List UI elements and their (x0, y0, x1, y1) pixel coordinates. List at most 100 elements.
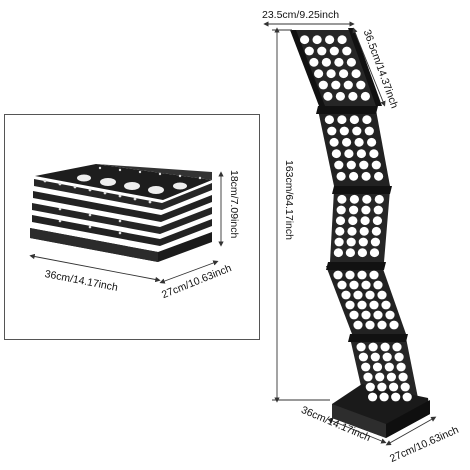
perforation-hole (379, 392, 389, 402)
perforation-hole (335, 226, 345, 236)
perforation-hole (358, 352, 368, 362)
perforation-hole (339, 126, 349, 136)
perforation-hole (333, 270, 343, 280)
perforation-hole (349, 310, 359, 320)
perforation-hole (396, 362, 406, 372)
perforation-hole (354, 137, 364, 147)
perforation-hole (357, 270, 367, 280)
perforation-hole (335, 91, 345, 101)
perforation-hole (312, 35, 322, 45)
perforation-hole (392, 342, 402, 352)
perforation-hole (346, 57, 356, 67)
stand-dimension-lines (263, 21, 437, 446)
perforation-hole (331, 80, 341, 90)
perforation-hole (304, 46, 314, 56)
perforation-hole (337, 280, 347, 290)
perforation-hole (356, 342, 366, 352)
perforation-hole (370, 237, 380, 247)
perforation-hole (365, 290, 375, 300)
perforation-hole (334, 237, 344, 247)
perforation-hole (381, 300, 391, 310)
perforation-hole (371, 160, 381, 170)
perforation-hole (369, 248, 380, 258)
perforation-hole (362, 194, 372, 204)
perforation-hole (394, 352, 404, 362)
perforation-hole (377, 290, 387, 300)
perforation-hole (334, 160, 344, 170)
perforation-hole (361, 205, 371, 215)
perforation-hole (363, 372, 373, 382)
perforation-hole (352, 126, 362, 136)
perforation-hole (349, 171, 359, 181)
perforation-hole (346, 160, 356, 170)
perforation-hole (357, 300, 367, 310)
perforation-hole (369, 300, 379, 310)
perforation-hole (368, 342, 378, 352)
perforation-hole (356, 149, 366, 159)
perforation-hole (334, 57, 344, 67)
perforation-hole (309, 57, 319, 67)
perforation-hole (348, 91, 358, 101)
perforation-hole (349, 280, 359, 290)
perforation-hole (351, 69, 361, 79)
perforation-hole (325, 35, 335, 45)
inset-dimension-lines (29, 171, 224, 284)
perforation-hole (364, 126, 374, 136)
perforation-hole (357, 248, 367, 258)
perforation-hole (356, 80, 366, 90)
perforation-hole (382, 352, 392, 362)
perforation-hole (386, 372, 396, 382)
perforation-hole (353, 320, 363, 330)
perforation-hole (300, 35, 310, 45)
perforation-hole (337, 35, 347, 45)
top-width-label: 23.5cm/9.25inch (262, 9, 340, 21)
perforation-hole (359, 160, 369, 170)
perforation-hole (374, 171, 384, 181)
perforation-hole (336, 205, 346, 215)
perforation-hole (329, 137, 339, 147)
perforation-hole (347, 226, 357, 236)
perforation-hole (361, 171, 371, 181)
perforation-hole (369, 149, 379, 159)
perforation-hole (372, 362, 383, 372)
perforation-hole (389, 320, 399, 330)
perforation-hole (367, 137, 377, 147)
perforation-hole (370, 352, 380, 362)
perforation-hole (327, 126, 337, 136)
perforation-hole (323, 91, 333, 101)
perforation-hole (345, 300, 355, 310)
total-height-label: 163cm/64.17inch (283, 160, 295, 240)
perforation-hole (348, 216, 358, 226)
perforation-hole (362, 115, 372, 125)
perforation-hole (377, 382, 387, 392)
perforation-hole (342, 46, 352, 56)
folded-view-frame (4, 114, 260, 340)
perforation-hole (360, 216, 370, 226)
perforation-hole (343, 80, 353, 90)
perforation-hole (359, 226, 369, 236)
perforation-hole (329, 46, 339, 56)
perforation-hole (368, 392, 378, 402)
rack-perforations (300, 35, 412, 402)
perforation-hole (365, 320, 375, 330)
perforation-hole (384, 362, 394, 372)
perforation-hole (361, 280, 371, 290)
perforation-hole (335, 216, 346, 226)
perforation-hole (377, 320, 387, 330)
perforation-hole (331, 149, 341, 159)
perforation-hole (326, 69, 336, 79)
perforation-hole (373, 310, 383, 320)
perforation-hole (349, 205, 359, 215)
perforation-hole (398, 372, 408, 382)
perforation-hole (373, 280, 383, 290)
perforation-hole (371, 226, 381, 236)
perforation-hole (339, 69, 349, 79)
perforation-hole (346, 237, 356, 247)
perforation-hole (361, 310, 371, 320)
perforation-hole (372, 216, 382, 226)
perforation-hole (373, 205, 383, 215)
perforation-hole (337, 194, 347, 204)
perforation-hole (360, 91, 370, 101)
